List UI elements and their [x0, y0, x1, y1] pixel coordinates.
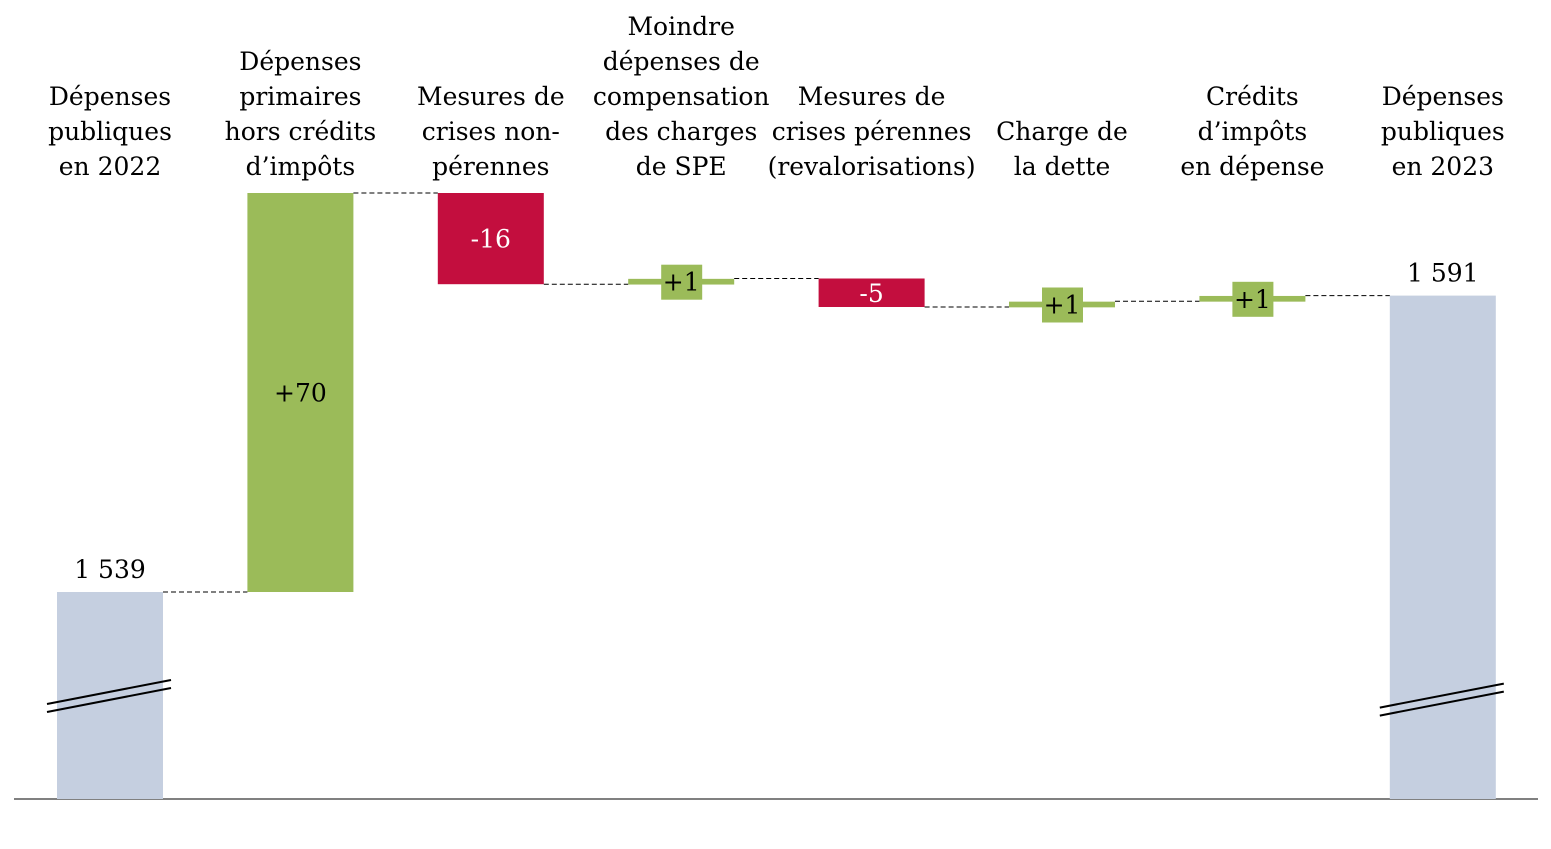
- category-label: Mesures de: [798, 82, 946, 111]
- category-label: publiques: [1381, 117, 1505, 146]
- category-label: Dépenses: [239, 47, 361, 76]
- bar-increase: [247, 193, 354, 592]
- category-label: Dépenses: [1382, 82, 1504, 111]
- value-label: -16: [471, 225, 511, 254]
- bar-total: [1389, 295, 1496, 799]
- category-label: en 2022: [59, 152, 161, 181]
- category-label: publiques: [48, 117, 172, 146]
- axis-break-mark: [1379, 682, 1504, 709]
- category-label: Moindre: [627, 12, 735, 41]
- value-label: 1 591: [1407, 259, 1479, 288]
- value-label: +1: [663, 268, 700, 297]
- value-label-box: [661, 264, 703, 300]
- axis-break-mark: [1379, 690, 1504, 717]
- category-label: compensation: [593, 82, 770, 111]
- value-label-box: [1042, 287, 1083, 323]
- value-label: +1: [1234, 285, 1271, 314]
- category-label: de SPE: [636, 152, 727, 181]
- axis-break-mark: [46, 687, 172, 713]
- category-label: d’impôts: [1198, 117, 1308, 146]
- category-label: en dépense: [1180, 152, 1324, 181]
- category-label: des charges: [605, 117, 757, 146]
- category-label: la dette: [1014, 152, 1111, 181]
- value-label: +1: [1044, 291, 1081, 320]
- value-label: +70: [274, 379, 327, 408]
- category-label: (revalorisations): [768, 152, 976, 181]
- category-label: hors crédits: [225, 117, 377, 146]
- category-label: dépenses de: [603, 47, 760, 76]
- category-label: Mesures de: [417, 82, 565, 111]
- category-label: crises pérennes: [772, 117, 972, 146]
- value-label-box: [1232, 281, 1274, 317]
- value-label: -5: [859, 279, 883, 308]
- category-label: Charge de: [996, 117, 1128, 146]
- bar-total: [57, 592, 163, 799]
- axis-break-mark: [46, 679, 172, 705]
- bar-decrease: [818, 278, 925, 307]
- value-label: 1 539: [74, 555, 146, 584]
- category-label: crises non-: [422, 117, 560, 146]
- category-label: en 2023: [1392, 152, 1494, 181]
- category-label: Crédits: [1206, 82, 1299, 111]
- category-label: d’impôts: [246, 152, 356, 181]
- category-label: Dépenses: [49, 82, 171, 111]
- category-label: primaires: [239, 82, 361, 111]
- bar-decrease: [437, 193, 544, 285]
- category-label: pérennes: [432, 152, 549, 181]
